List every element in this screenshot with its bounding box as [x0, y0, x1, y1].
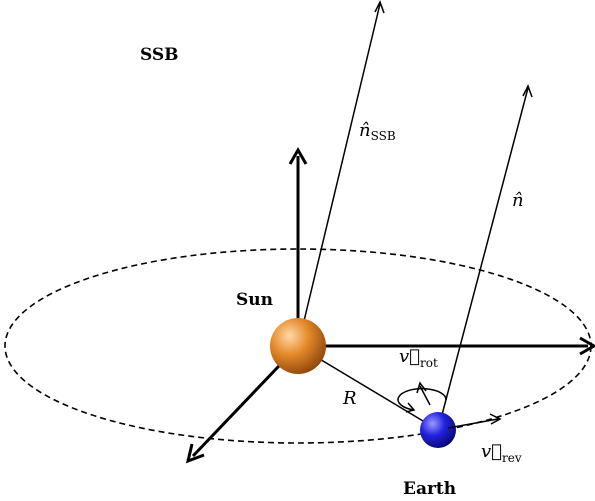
n-ssb-label: n̂SSB [359, 120, 396, 143]
v-rot-arrow [416, 381, 431, 406]
ssb-label: SSB [140, 45, 179, 65]
axis-z [288, 146, 308, 346]
v-rev-label: v⃗rev [481, 441, 522, 465]
n-label: n̂ [512, 190, 524, 211]
v-rev-arrow [447, 413, 502, 429]
n-ssb-arrow [297, 0, 385, 347]
n-arrow [437, 84, 533, 431]
distance-label: R [342, 388, 357, 409]
axis-x [298, 336, 595, 356]
earth-sphere [420, 412, 456, 448]
sun-label: Sun [236, 290, 273, 310]
earth-label: Earth [403, 479, 456, 499]
v-rot-label: v⃗rot [399, 346, 438, 370]
rotation-curl [397, 387, 447, 413]
sun-sphere [270, 318, 326, 374]
